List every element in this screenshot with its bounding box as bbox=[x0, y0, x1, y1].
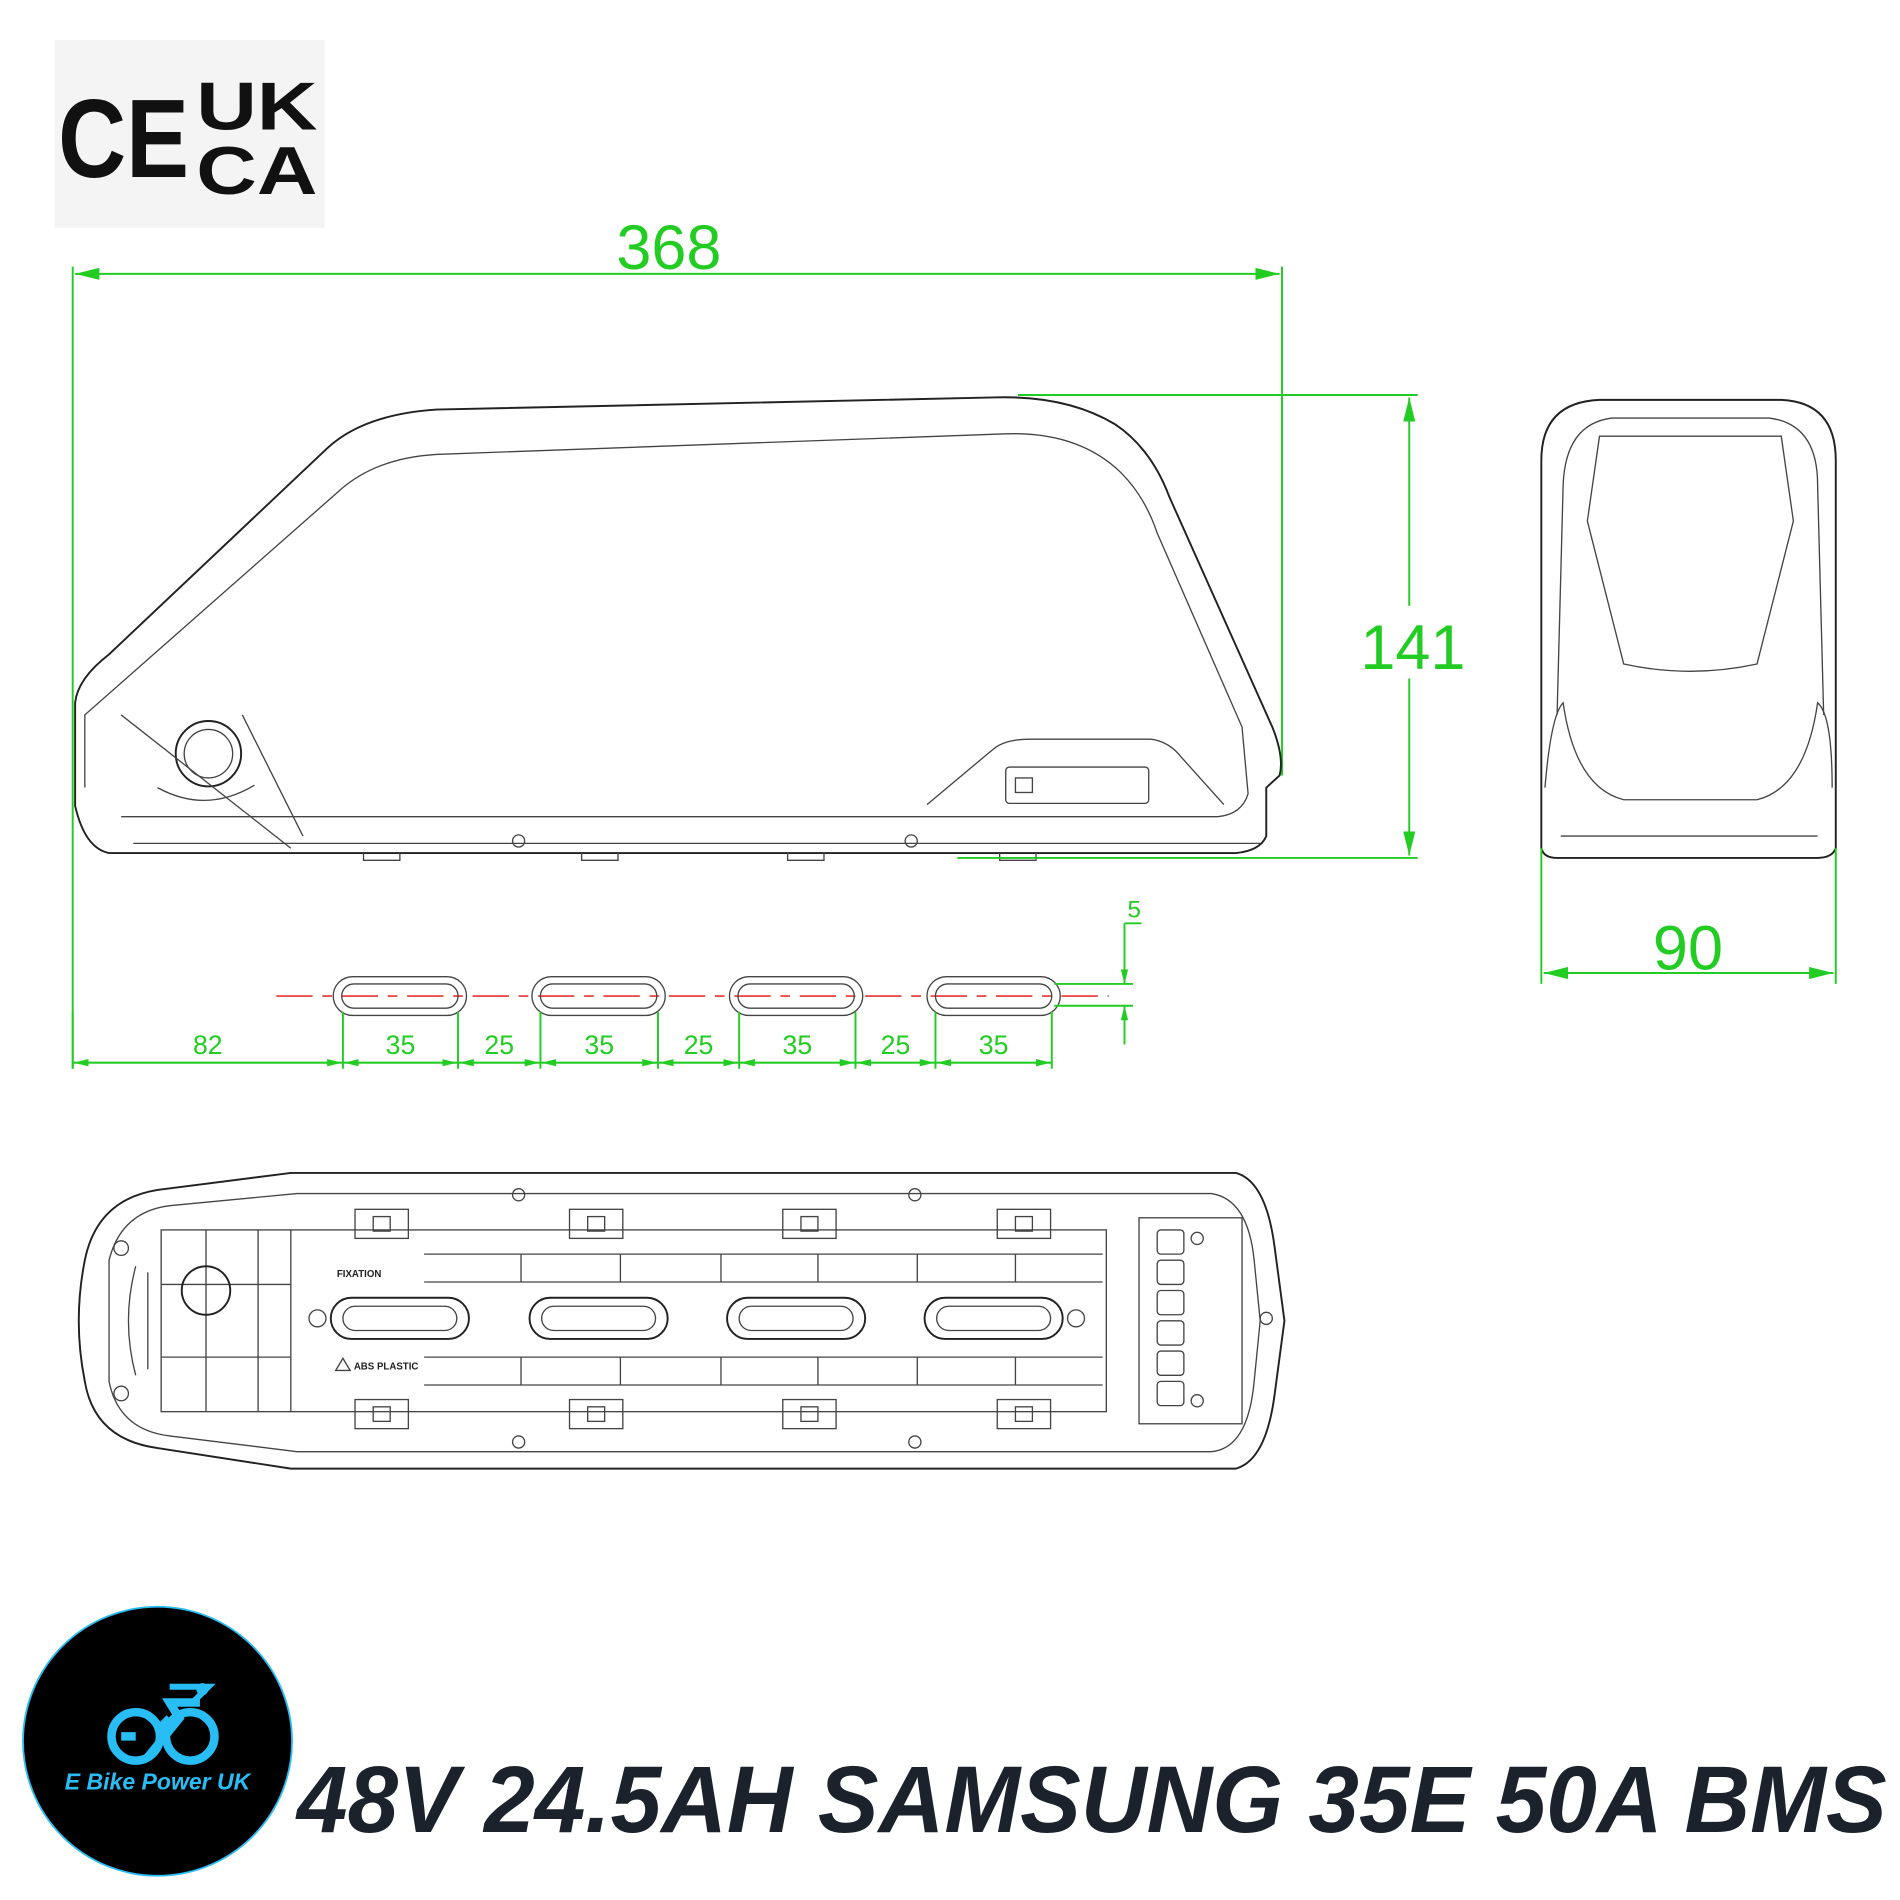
mounting-clip bbox=[782, 1398, 837, 1430]
fixation-label: FIXATION bbox=[337, 1269, 382, 1280]
bottom-slot-inner bbox=[540, 1305, 657, 1332]
mounting-slot bbox=[531, 975, 666, 1017]
mounting-slot-inner bbox=[341, 983, 459, 1009]
height-dimension: 141 bbox=[957, 394, 1469, 859]
bottom-slot bbox=[528, 1296, 669, 1340]
mounting-clip bbox=[568, 1398, 624, 1430]
ukca-mark-bottom: CA bbox=[196, 134, 317, 209]
mounting-clip-hole bbox=[1014, 1215, 1034, 1232]
mounting-clip bbox=[568, 1208, 624, 1240]
mounting-slot bbox=[926, 975, 1061, 1017]
mounting-slot bbox=[332, 975, 468, 1017]
battery-contact bbox=[1156, 1289, 1185, 1316]
mounting-clip-hole bbox=[800, 1406, 819, 1423]
width-value: 90 bbox=[1653, 913, 1723, 983]
mounting-clip bbox=[354, 1208, 410, 1240]
slot-chain-value: 82 bbox=[193, 1030, 223, 1060]
bottom-slot bbox=[923, 1296, 1064, 1340]
slot-chain-value: 25 bbox=[684, 1030, 714, 1060]
mounting-clip-hole bbox=[372, 1406, 391, 1423]
battery-side-view bbox=[74, 396, 1282, 861]
length-dimension: 368 bbox=[71, 213, 1283, 1069]
mounting-clip bbox=[782, 1208, 837, 1240]
battery-bottom-view: FIXATION ABS PLASTIC bbox=[77, 1171, 1286, 1470]
mounting-slot-inner bbox=[934, 983, 1053, 1009]
slot-dimension-chain: 82 35 25 35 25 35 25 35 bbox=[71, 1011, 1053, 1069]
mounting-clip-hole bbox=[800, 1215, 819, 1232]
mounting-clip-hole bbox=[587, 1406, 606, 1423]
width-dimension: 90 bbox=[1540, 848, 1837, 984]
brand-logo: E Bike Power UK bbox=[22, 1605, 293, 1877]
mounting-clip-hole bbox=[372, 1215, 391, 1232]
mounting-slot bbox=[728, 975, 864, 1017]
battery-contact bbox=[1156, 1229, 1185, 1255]
mounting-clip bbox=[996, 1398, 1052, 1430]
ukca-mark-top: UK bbox=[196, 70, 317, 145]
bottom-slot bbox=[726, 1296, 867, 1340]
slot-chain-value: 35 bbox=[783, 1030, 813, 1060]
material-label: ABS PLASTIC bbox=[354, 1361, 419, 1372]
mounting-clip bbox=[996, 1208, 1052, 1240]
ebike-icon bbox=[107, 1683, 219, 1765]
brand-name: E Bike Power UK bbox=[65, 1769, 253, 1795]
battery-end-view bbox=[1540, 398, 1837, 859]
product-title: 48V 24.5AH SAMSUNG 35E 50A BMS bbox=[295, 1747, 1887, 1853]
length-value: 368 bbox=[616, 213, 721, 283]
certification-marks: CE UK CA bbox=[54, 39, 325, 228]
slot-offset-value: 5 bbox=[1127, 896, 1140, 923]
rider-head-icon bbox=[196, 1683, 209, 1696]
battery-contact bbox=[1156, 1380, 1185, 1407]
mounting-clip bbox=[354, 1398, 410, 1430]
slot-chain-value: 25 bbox=[484, 1030, 514, 1060]
mounting-clip-hole bbox=[1014, 1406, 1034, 1423]
bottom-slot-inner bbox=[342, 1305, 458, 1332]
bottom-slot bbox=[329, 1296, 470, 1340]
slot-chain-value: 35 bbox=[386, 1030, 416, 1060]
mounting-clip-hole bbox=[587, 1215, 606, 1232]
mounting-slots: 5 bbox=[276, 896, 1142, 1045]
mounting-slot-inner bbox=[539, 983, 658, 1009]
slot-chain-value: 25 bbox=[881, 1030, 911, 1060]
height-value: 141 bbox=[1360, 613, 1465, 683]
ce-mark: CE bbox=[58, 76, 189, 201]
bottom-slot-inner bbox=[936, 1305, 1052, 1332]
slot-chain-value: 35 bbox=[979, 1030, 1009, 1060]
battery-contact bbox=[1156, 1259, 1185, 1286]
battery-contact bbox=[1156, 1350, 1185, 1376]
mounting-slot-inner bbox=[737, 983, 855, 1009]
bottom-slot-inner bbox=[738, 1305, 854, 1332]
slot-chain-value: 35 bbox=[584, 1030, 614, 1060]
battery-contact bbox=[1156, 1320, 1185, 1346]
